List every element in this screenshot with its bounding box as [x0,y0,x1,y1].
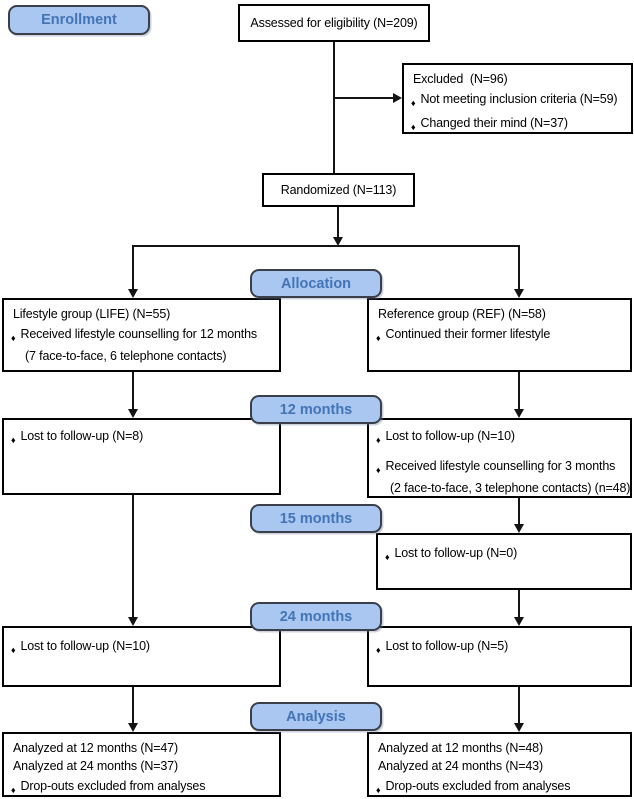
stage-badge-enrollment: Enrollment [8,5,150,35]
box-life-24-months: ♦ Lost to follow-up (N=10) [2,626,281,687]
arrowhead-life-allocation [128,289,138,298]
life-allocation-bullet: ♦ Received lifestyle counselling for 12 … [10,325,273,347]
ref-12m-bullet-2-text: Received lifestyle counselling for 3 mon… [385,459,616,473]
assessed-title: Assessed for eligibility (N=209) [250,16,418,30]
connector-assessed-to-randomized [333,42,335,173]
life-allocation-title: Lifestyle group (LIFE) (N=55) [13,307,171,321]
box-excluded: Excluded (N=96) ♦ Not meeting inclusion … [402,63,633,134]
box-life-12-months: ♦ Lost to follow-up (N=8) [2,418,281,495]
bullet-icon: ♦ [411,122,416,132]
excluded-bullet-1-text: Not meeting inclusion criteria (N=59) [420,92,618,106]
ref-12m-bullet-2: ♦ Received lifestyle counselling for 3 m… [375,457,624,479]
box-ref-24-months: ♦ Lost to follow-up (N=5) [367,626,632,687]
arrowhead-life-24m [128,617,138,626]
bullet-icon: ♦ [376,645,381,655]
ref-allocation-bullet-text: Continued their former lifestyle [385,327,551,341]
ref-analysis-bullet: ♦ Drop-outs excluded from analyses [375,777,624,799]
bullet-icon: ♦ [376,333,381,343]
connector-ref-to-analysis [518,687,520,723]
box-ref-analysis: Analyzed at 12 months (N=48) Analyzed at… [367,732,632,797]
ref-allocation-title: Reference group (REF) (N=58) [378,307,546,321]
stage-badge-24-months: 24 months [250,602,382,631]
arrowhead-branch [333,237,343,246]
arrowhead-ref-15m [514,524,524,533]
connector-branch-horizontal [133,245,519,247]
randomized-title: Randomized (N=113) [280,183,397,197]
bullet-icon: ♦ [376,435,381,445]
connector-ref-to-12m [518,372,520,409]
life-analysis-bullet-text: Drop-outs excluded from analyses [20,779,206,793]
ref-24m-bullet: ♦ Lost to follow-up (N=5) [375,637,624,659]
arrowhead-ref-allocation [514,289,524,298]
connector-ref-to-24m [518,590,520,617]
ref-analysis-bullet-text: Drop-outs excluded from analyses [385,779,571,793]
ref-analysis-line2: Analyzed at 24 months (N=43) [378,759,543,773]
box-life-analysis: Analyzed at 12 months (N=47) Analyzed at… [2,732,281,797]
bullet-icon: ♦ [376,465,381,475]
life-allocation-bullet-text: Received lifestyle counselling for 12 mo… [20,327,258,341]
connector-life-to-12m [132,372,134,409]
ref-allocation-bullet: ♦ Continued their former lifestyle [375,325,624,347]
stage-badge-15-months: 15 months [250,504,382,533]
connector-to-excluded [334,97,393,99]
ref-12m-bullet-1: ♦ Lost to follow-up (N=10) [375,427,624,449]
bullet-icon: ♦ [11,785,16,795]
stage-badge-12-months: 12 months [250,395,382,424]
stage-badge-analysis: Analysis [250,702,382,731]
connector-life-to-analysis [132,687,134,723]
excluded-bullet-2-text: Changed their mind (N=37) [420,116,568,130]
life-12m-bullet: ♦ Lost to follow-up (N=8) [10,427,273,449]
connector-life-to-24m [132,495,134,617]
ref-analysis-line1: Analyzed at 12 months (N=48) [378,741,543,755]
bullet-icon: ♦ [11,333,16,343]
box-life-allocation: Lifestyle group (LIFE) (N=55) ♦ Received… [2,298,281,372]
excluded-title: Excluded (N=96) [413,72,508,86]
arrowhead-life-analysis [128,723,138,732]
life-analysis-bullet: ♦ Drop-outs excluded from analyses [10,777,273,799]
life-12m-bullet-text: Lost to follow-up (N=8) [20,429,144,443]
box-randomized: Randomized (N=113) [262,173,415,207]
life-24m-bullet-text: Lost to follow-up (N=10) [20,639,150,653]
arrowhead-ref-12m [514,409,524,418]
ref-15m-bullet-text: Lost to follow-up (N=0) [394,546,518,560]
box-ref-15-months: ♦ Lost to follow-up (N=0) [376,533,632,590]
box-ref-12-months: ♦ Lost to follow-up (N=10) ♦ Received li… [367,418,632,498]
arrowhead-ref-analysis [514,723,524,732]
ref-24m-bullet-text: Lost to follow-up (N=5) [385,639,509,653]
ref-15m-bullet: ♦ Lost to follow-up (N=0) [384,544,624,566]
connector-branch-right [518,245,520,289]
bullet-icon: ♦ [11,435,16,445]
bullet-icon: ♦ [385,552,390,562]
box-ref-allocation: Reference group (REF) (N=58) ♦ Continued… [367,298,632,372]
ref-12m-bullet-1-text: Lost to follow-up (N=10) [385,429,515,443]
arrowhead-life-12m [128,409,138,418]
excluded-bullet-1: ♦ Not meeting inclusion criteria (N=59) [410,90,625,112]
connector-branch-left [132,245,134,289]
connector-randomized-down [337,207,339,238]
arrowhead-ref-24m [514,617,524,626]
life-24m-bullet: ♦ Lost to follow-up (N=10) [10,637,273,659]
ref-12m-bullet-2-note: (2 face-to-face, 3 telephone contacts) (… [390,481,631,495]
life-analysis-line2: Analyzed at 24 months (N=37) [13,759,178,773]
box-assessed-eligibility: Assessed for eligibility (N=209) [238,4,430,42]
bullet-icon: ♦ [376,785,381,795]
connector-ref-to-15m [518,498,520,524]
arrowhead-excluded [393,93,402,103]
life-analysis-line1: Analyzed at 12 months (N=47) [13,741,178,755]
bullet-icon: ♦ [11,645,16,655]
stage-badge-allocation: Allocation [250,269,382,298]
excluded-bullet-2: ♦ Changed their mind (N=37) [410,114,625,136]
bullet-icon: ♦ [411,98,416,108]
life-allocation-bullet-note: (7 face-to-face, 6 telephone contacts) [25,349,227,363]
